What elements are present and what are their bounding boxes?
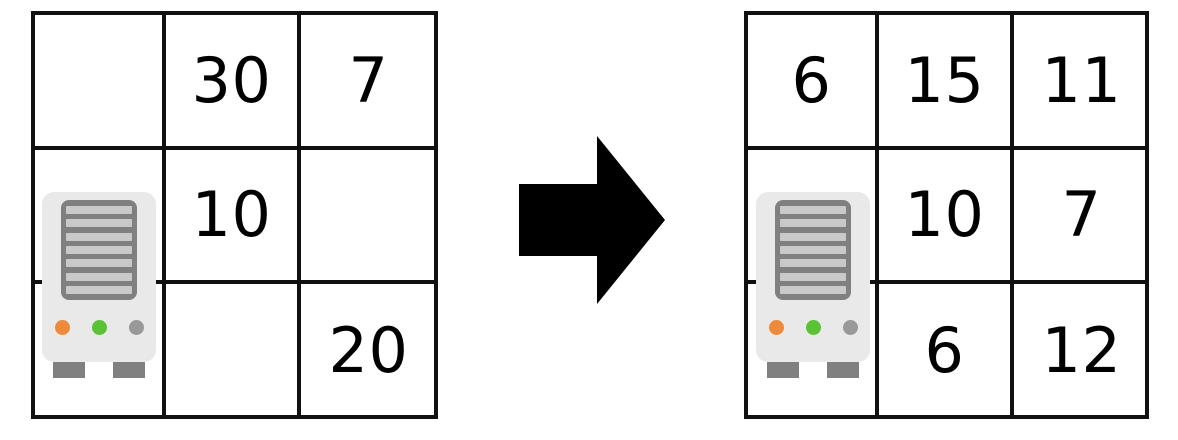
cell-value: 11 [1041, 43, 1122, 117]
cell-value: 10 [191, 178, 272, 251]
cell-r0c0[interactable]: 6 [748, 15, 879, 150]
cell-value: 6 [791, 43, 832, 117]
cell-r2c0[interactable] [748, 284, 879, 418]
cell-r1c2[interactable]: 7 [1014, 150, 1149, 284]
cell-value: 12 [1041, 314, 1122, 387]
cell-r2c2[interactable]: 20 [301, 284, 436, 418]
cell-r0c1[interactable]: 30 [166, 15, 301, 150]
cell-r1c0[interactable] [748, 150, 879, 284]
cell-r2c1[interactable]: 6 [879, 284, 1014, 418]
right-arrow-icon [519, 136, 665, 304]
cell-value: 7 [1061, 178, 1102, 251]
cell-value: 15 [904, 43, 985, 117]
cell-r0c1[interactable]: 15 [879, 15, 1014, 150]
cell-r0c0[interactable] [35, 15, 166, 150]
cell-value: 20 [328, 314, 409, 387]
cell-r0c2[interactable]: 7 [301, 15, 436, 150]
cell-r2c1[interactable] [166, 284, 301, 418]
cell-value: 6 [924, 314, 965, 387]
cell-r1c1[interactable]: 10 [879, 150, 1014, 284]
cell-value: 7 [348, 43, 389, 117]
cell-value: 30 [191, 43, 272, 117]
cell-r2c2[interactable]: 12 [1014, 284, 1149, 418]
cell-r1c2[interactable] [301, 150, 436, 284]
cell-r1c0[interactable] [35, 150, 166, 284]
cell-r0c2[interactable]: 11 [1014, 15, 1149, 150]
grid-before: 30 7 10 20 [31, 11, 438, 419]
cell-value: 10 [904, 178, 985, 251]
cell-r1c1[interactable]: 10 [166, 150, 301, 284]
cell-r2c0[interactable] [35, 284, 166, 418]
grid-after: 6 15 11 10 7 6 12 [744, 11, 1149, 419]
